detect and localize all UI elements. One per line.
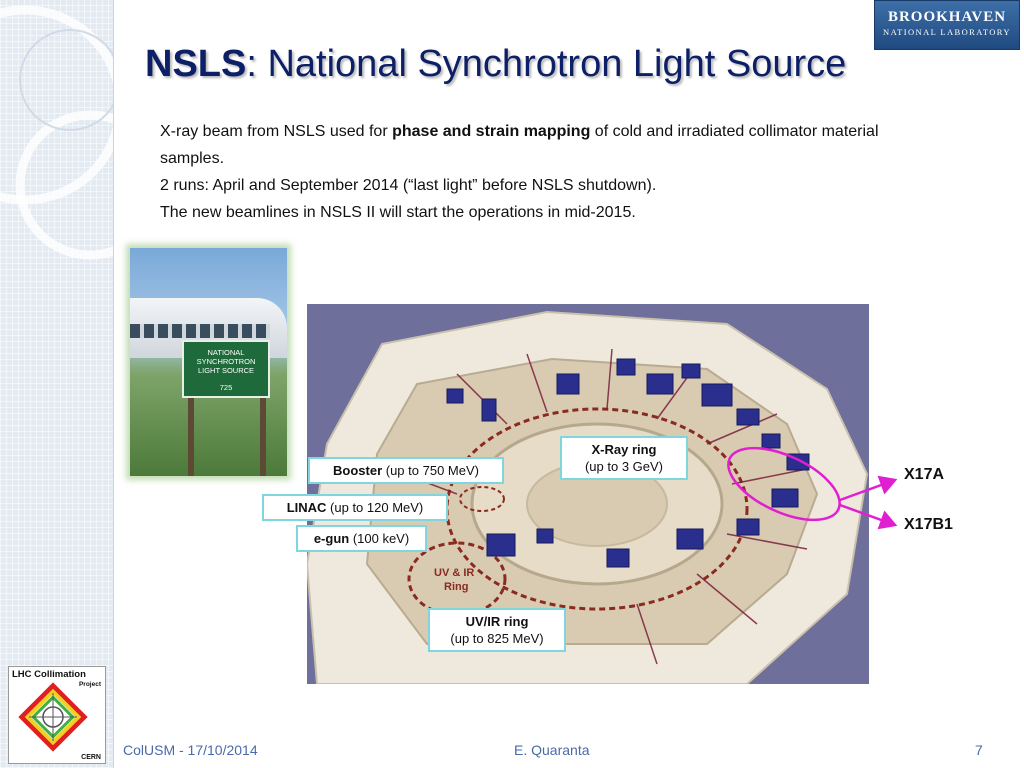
page-title: NSLS: National Synchrotron Light Source (145, 38, 905, 90)
body-paragraph-2: 2 runs: April and September 2014 (“last … (160, 177, 657, 194)
brookhaven-logo-line2: NATIONAL LABORATORY (883, 27, 1011, 37)
brookhaven-logo-line1: BROOKHAVEN (887, 9, 1007, 25)
uv-ir-ring-label: UV/IR ring (up to 825 MeV) (428, 608, 566, 652)
footer-center: E. Quaranta (514, 742, 590, 758)
linac-label: LINAC (up to 120 MeV) (262, 494, 448, 521)
body-paragraph-3: The new beamlines in NSLS II will start … (160, 204, 636, 221)
uv-ir-ring-text-2: Ring (444, 581, 468, 593)
egun-title: e-gun (313, 531, 350, 546)
footer-left: ColUSM - 17/10/2014 (123, 742, 258, 758)
body-paragraph-1: X-ray beam from NSLS used for phase and … (160, 118, 940, 172)
page-title-bold: NSLS (145, 43, 247, 85)
body-p1-start: X-ray beam from NSLS used for (160, 123, 393, 140)
lhc-logo-project: Project (78, 681, 101, 688)
brookhaven-logo: BROOKHAVEN NATIONAL LABORATORY (874, 0, 1020, 50)
linac-energy: (up to 120 MeV) (326, 500, 424, 515)
uv-ir-ring-text-1: UV & IR (434, 567, 474, 579)
body-text: X-ray beam from NSLS used for phase and … (160, 118, 940, 226)
booster-title: Booster (333, 463, 383, 478)
lhc-collimation-logo: LHC Collimation Project CERN (8, 666, 106, 764)
egun-label: e-gun (100 keV) (296, 525, 427, 552)
lhc-logo-cern: CERN (81, 754, 101, 761)
linac-title: LINAC (286, 500, 327, 515)
uv-ir-ring-title: UV/IR ring (465, 614, 529, 629)
xray-ring-label: X-Ray ring (up to 3 GeV) (560, 436, 688, 480)
uv-ir-ring-energy: (up to 825 MeV) (450, 631, 544, 646)
xray-ring-title: X-Ray ring (591, 442, 657, 457)
sign-line-1: NATIONAL (207, 348, 245, 357)
body-p1-end: of cold and irradiated collimator materi… (160, 123, 879, 167)
sign-number: 725 (219, 383, 233, 392)
photo-sign: NATIONAL SYNCHROTRON LIGHT SOURCE 725 (182, 340, 270, 398)
lhc-logo-title: LHC Collimation (12, 669, 86, 680)
page-title-rest: : National Synchrotron Light Source (246, 43, 847, 85)
egun-energy: (100 keV) (349, 531, 410, 546)
beamline-x17b1-label: X17B1 (904, 516, 953, 533)
sign-line-2: SYNCHROTRON (196, 357, 256, 366)
body-p1-bold: phase and strain mapping (392, 123, 591, 140)
sign-line-3: LIGHT SOURCE (197, 366, 255, 375)
booster-energy: (up to 750 MeV) (382, 463, 479, 478)
left-decorative-band (0, 0, 114, 768)
nsls-building-photo: NATIONAL SYNCHROTRON LIGHT SOURCE 725 (130, 248, 287, 476)
booster-label: Booster (up to 750 MeV) (308, 457, 504, 484)
beamline-x17a-label: X17A (904, 466, 945, 483)
xray-ring-energy: (up to 3 GeV) (584, 459, 664, 474)
footer-page-number: 7 (975, 742, 983, 758)
